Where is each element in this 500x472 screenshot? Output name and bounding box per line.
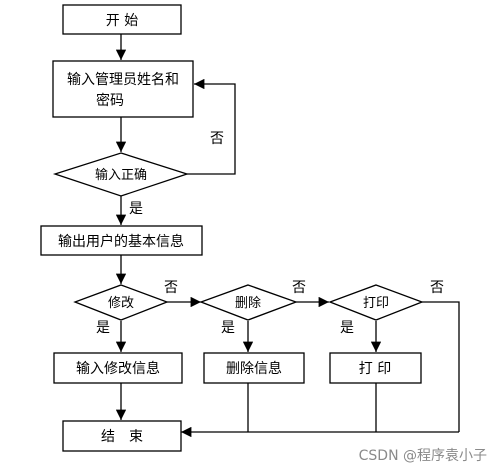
- input-credentials-label-line1: 输入管理员姓名和: [67, 72, 179, 88]
- edge-check-no-loop: [187, 78, 236, 175]
- modify-decision-label: 修改: [108, 296, 134, 311]
- edge-label-delete-yes: 是: [221, 320, 235, 336]
- edge-label-print-no: 否: [430, 280, 444, 296]
- input-credentials-label-line2: 密码: [96, 92, 124, 109]
- output-info-node: 输出用户的基本信息: [40, 225, 203, 256]
- delete-info-label: 删除信息: [226, 360, 282, 377]
- delete-info-node: 删除信息: [203, 352, 305, 384]
- end-node: 结 束: [62, 420, 182, 452]
- output-info-label: 输出用户的基本信息: [58, 233, 184, 250]
- modify-decision-node: 修改: [73, 284, 169, 321]
- start-node: 开 始: [62, 4, 182, 35]
- end-label: 结 束: [101, 429, 143, 445]
- start-label: 开 始: [106, 13, 138, 29]
- print-action-node: 打 印: [329, 352, 422, 384]
- print-decision-node: 打印: [328, 284, 424, 321]
- print-decision-label: 打印: [363, 296, 389, 311]
- edge-label-print-yes: 是: [340, 320, 354, 336]
- edge-labels: 否 是 否 是 否 是 否 是: [96, 131, 444, 336]
- edge-print-no-to-end: [422, 301, 460, 432]
- print-action-label: 打 印: [359, 360, 391, 377]
- modify-info-label: 输入修改信息: [76, 360, 160, 377]
- check-decision-node: 输入正确: [52, 152, 190, 197]
- edge-label-check-yes: 是: [129, 201, 143, 217]
- edge-label-modify-yes: 是: [96, 320, 110, 336]
- check-decision-label: 输入正确: [95, 167, 147, 183]
- edges: [115, 34, 460, 438]
- delete-decision-label: 删除: [235, 296, 261, 311]
- input-credentials-node: 输入管理员姓名和 密码: [52, 60, 194, 118]
- modify-info-node: 输入修改信息: [53, 352, 183, 384]
- edge-label-modify-no: 否: [164, 280, 178, 296]
- delete-decision-node: 删除: [199, 284, 298, 321]
- watermark-text: CSDN @程序袁小子: [359, 448, 487, 464]
- edge-label-check-no: 否: [210, 131, 224, 147]
- edge-label-delete-no: 否: [292, 280, 306, 296]
